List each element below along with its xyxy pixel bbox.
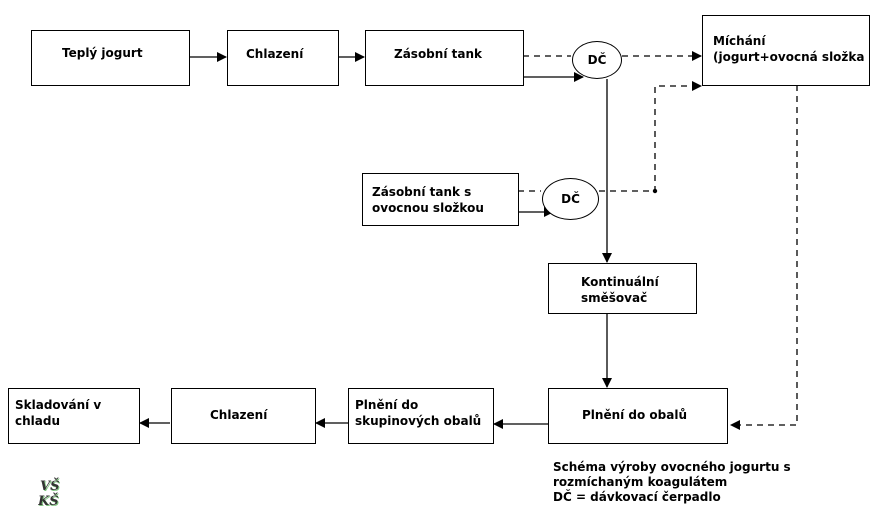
dashed-mixing-to-filling (730, 85, 798, 430)
node-cold-storage-label: Skladování v chladu (15, 398, 102, 428)
logo: VŠ VŠ KŠ KŠ (38, 477, 60, 510)
node-storage-tank-label: Zásobní tank (394, 47, 482, 61)
node-filling-group-packages-label: Plnění do skupinových obalů (355, 398, 482, 428)
node-mixing-label: Míchání (jogurt+ovocná složka (713, 34, 865, 64)
node-mixing: Míchání (jogurt+ovocná složka (702, 15, 870, 86)
node-warm-yogurt-label: Teplý jogurt (62, 46, 143, 60)
node-cooling-1: Chlazení (227, 30, 339, 86)
dosing-pump-2-label: DČ (561, 192, 580, 206)
node-cooling-1-label: Chlazení (246, 47, 304, 61)
node-fruit-storage-tank-label: Zásobní tank s ovocnou složkou (372, 185, 484, 215)
logo-line-2: KŠ (38, 492, 59, 509)
logo-shadow-1: VŠ (41, 478, 60, 495)
node-filling-packages: Plnění do obalů (548, 388, 728, 444)
node-cooling-2: Chlazení (171, 388, 316, 444)
node-continuous-mixer-label: Kontinuální směšovač (581, 275, 659, 305)
diagram-caption: Schéma výroby ovocného jogurtu s rozmích… (553, 460, 791, 504)
dosing-pump-1: DČ (572, 41, 622, 79)
junction-dot (652, 188, 658, 194)
node-cooling-2-label: Chlazení (210, 408, 268, 422)
logo-shadow-2: KŠ (38, 493, 60, 510)
node-continuous-mixer: Kontinuální směšovač (548, 263, 697, 314)
node-filling-packages-label: Plnění do obalů (582, 408, 688, 422)
dashed-pump-to-mixing-2 (599, 81, 702, 192)
logo-line-1: VŠ (40, 477, 59, 494)
node-fruit-storage-tank: Zásobní tank s ovocnou složkou (362, 173, 519, 226)
dosing-pump-2: DČ (542, 178, 599, 220)
node-warm-yogurt: Teplý jogurt (31, 30, 190, 86)
node-cold-storage: Skladování v chladu (8, 388, 140, 444)
node-filling-group-packages: Plnění do skupinových obalů (348, 388, 494, 444)
dosing-pump-1-label: DČ (587, 53, 607, 67)
node-storage-tank: Zásobní tank (365, 30, 524, 86)
